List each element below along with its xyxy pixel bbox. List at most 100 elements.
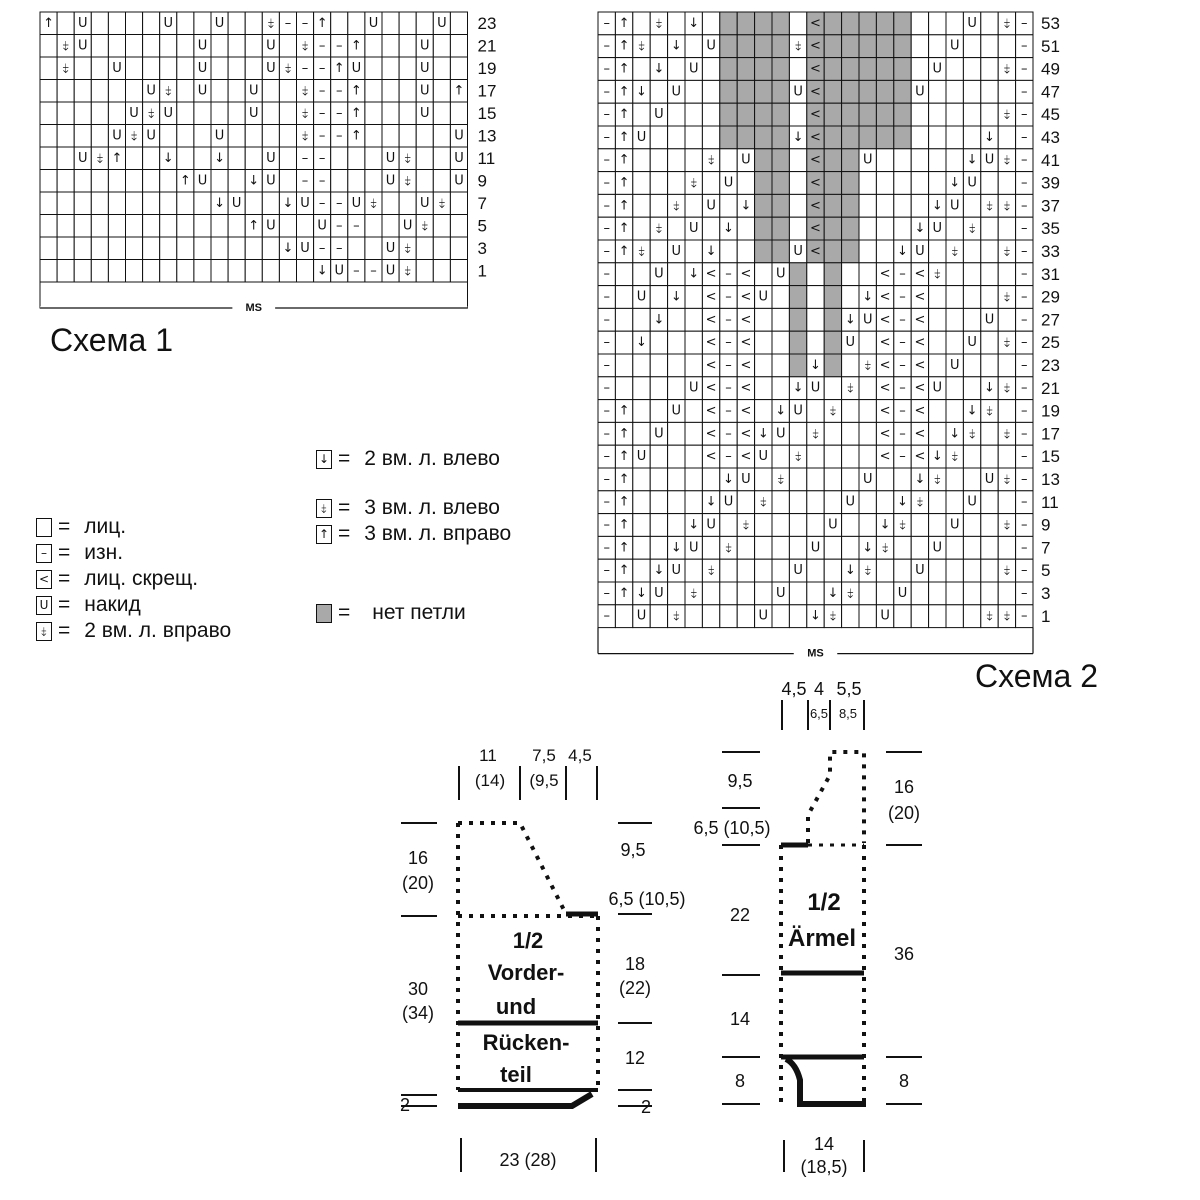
- stitch-symbol: –: [899, 335, 906, 350]
- stitch-symbol: –: [725, 267, 732, 282]
- stitch-symbol: U: [637, 609, 647, 624]
- stitch-symbol: ↓: [880, 518, 891, 533]
- chart-cell: [244, 124, 263, 148]
- chart-cell: [667, 125, 686, 150]
- stitch-symbol: ↑: [619, 62, 630, 77]
- stitch-symbol: –: [336, 38, 343, 53]
- chart-cell: [330, 146, 349, 170]
- stitch-symbol: U: [776, 267, 786, 282]
- stitch-symbol: ⤈: [951, 449, 958, 464]
- chart-cell: [754, 558, 773, 583]
- chart-cell: [771, 285, 790, 309]
- sleeve-top-width-5-5: 5,5: [836, 679, 861, 699]
- chart-cell: [614, 353, 634, 378]
- chart-cell: [945, 535, 964, 560]
- no-stitch-cell: [719, 34, 738, 59]
- chart-cell: [632, 558, 651, 583]
- chart-cell: [754, 376, 773, 401]
- stitch-symbol: –: [1021, 518, 1028, 533]
- chart-cell: [667, 307, 686, 332]
- stitch-symbol: U: [793, 404, 803, 419]
- chart-cell: [980, 216, 999, 241]
- chart-cell: [278, 259, 297, 283]
- stitch-symbol: ↓: [671, 290, 682, 305]
- chart-cell: [858, 216, 877, 241]
- chart-cell: [980, 79, 999, 104]
- chart-cell: [90, 79, 109, 103]
- chart-cell: [125, 214, 144, 238]
- stitch-symbol: –: [725, 404, 732, 419]
- chart-cell: [997, 490, 1017, 515]
- stitch-symbol: ⤈: [96, 151, 103, 166]
- stitch-symbol: –: [725, 426, 732, 441]
- chart-cell: [381, 79, 400, 103]
- stitch-symbol: ⤈: [846, 381, 853, 396]
- stitch-symbol: U: [985, 153, 995, 168]
- chart-cell: [278, 169, 297, 193]
- chart-cell: [614, 262, 634, 287]
- chart-cell: [928, 148, 947, 173]
- no-stitch-cell: [823, 193, 843, 218]
- chart-cell: [449, 101, 468, 125]
- no-stitch-cell: [841, 79, 860, 104]
- chart-cell: [980, 535, 999, 560]
- chart-cell: [701, 216, 721, 241]
- legend-equals: =: [338, 447, 351, 470]
- no-stitch-cell: [841, 102, 860, 127]
- stitch-symbol: ⤈: [1003, 381, 1010, 396]
- chart-cell: [210, 169, 229, 193]
- chart-cell: [980, 581, 999, 606]
- sleeve-left-height-22: 22: [730, 905, 750, 925]
- stitch-symbol: U: [420, 106, 430, 121]
- stitch-symbol: <: [810, 62, 821, 77]
- row-number: 47: [1041, 82, 1060, 101]
- chart-cell: [875, 193, 895, 218]
- stitch-symbol: –: [603, 335, 610, 350]
- chart-cell: [614, 604, 634, 629]
- no-stitch-cell: [754, 216, 773, 241]
- stitch-symbol: –: [603, 426, 610, 441]
- chart-cell: [928, 399, 947, 423]
- stitch-symbol: ⤈: [986, 404, 993, 419]
- chart-cell: [684, 102, 703, 127]
- chart-cell: [701, 535, 721, 560]
- chart-cell: [227, 169, 246, 193]
- chart-cell: [39, 169, 58, 193]
- chart-cell: [193, 214, 212, 238]
- chart-cell: [875, 148, 895, 173]
- stitch-symbol: U: [198, 38, 208, 53]
- chart-cell: [176, 34, 195, 58]
- chart-cell: [928, 490, 947, 515]
- stitch-symbol: –: [1021, 563, 1028, 578]
- stitch-symbol: ⤈: [777, 472, 784, 487]
- chart-cell: [962, 239, 982, 264]
- chart-cell: [962, 79, 982, 104]
- chart-cell: [244, 236, 263, 260]
- legend-item-knit: = лиц.: [36, 515, 126, 539]
- stitch-symbol: U: [78, 16, 88, 31]
- stitch-symbol: ⤈: [301, 38, 308, 53]
- no-stitch-cell: [893, 125, 912, 150]
- chart-cell: [56, 191, 75, 215]
- stitch-symbol: <: [706, 449, 717, 464]
- chart-cell: [381, 214, 400, 238]
- body-left-height-16: 16: [408, 848, 428, 868]
- chart-cell: [278, 146, 297, 170]
- stitch-symbol: ⤈: [672, 609, 679, 624]
- stitch-symbol: U: [352, 196, 362, 211]
- stitch-symbol: ↓: [688, 267, 699, 282]
- stitch-symbol: U: [863, 472, 873, 487]
- chart-cell: [945, 148, 964, 173]
- chart-cell: [107, 214, 127, 238]
- stitch-symbol: ↓: [862, 540, 873, 555]
- stitch-symbol: ⤈: [690, 586, 697, 601]
- stitch-symbol: ⤈: [267, 16, 274, 31]
- chart-cell: [928, 125, 947, 150]
- chart-cell: [806, 285, 825, 309]
- chart-cell: [788, 102, 808, 127]
- stitch-symbol: –: [1021, 267, 1028, 282]
- chart-cell: [142, 11, 161, 35]
- stitch-symbol: ↓: [653, 62, 664, 77]
- stitch-symbol: ↓: [810, 609, 821, 624]
- chart-cell: [347, 236, 366, 260]
